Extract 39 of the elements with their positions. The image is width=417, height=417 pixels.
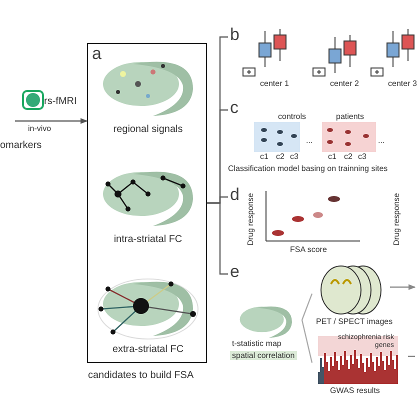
ellipsis: ... xyxy=(306,136,313,145)
edge-label: in-vivo xyxy=(28,124,52,133)
panel-caption: Classification model basing on trainning sites xyxy=(228,164,388,173)
connector xyxy=(207,202,228,275)
site-label: c1 xyxy=(260,152,268,161)
cropped-label: omarkers xyxy=(0,140,42,151)
panel-letter: b xyxy=(230,25,240,45)
group-label: patients xyxy=(336,112,364,121)
site-label: c2 xyxy=(276,152,284,161)
connector xyxy=(301,320,313,363)
site-label: center 2 xyxy=(330,79,359,88)
image-label: PET / SPECT images xyxy=(316,317,393,326)
site-label: c3 xyxy=(358,152,366,161)
panel-letter: a xyxy=(92,44,102,64)
panel-letter: e xyxy=(230,262,240,282)
connector xyxy=(390,284,416,290)
axis-title: FSA score xyxy=(290,245,327,254)
panel-caption: candidates to build FSA xyxy=(88,370,194,381)
axis-title: Drug response xyxy=(392,193,402,246)
axis-title: Drug response xyxy=(246,193,256,246)
site-label: c3 xyxy=(290,152,298,161)
panel-label: intra-striatal FC xyxy=(112,234,184,245)
site-label: center 3 xyxy=(388,79,417,88)
method-label: rs-fMRI xyxy=(44,96,77,107)
connector xyxy=(408,356,415,357)
site-label: center 1 xyxy=(260,79,289,88)
panel-letter: d xyxy=(230,185,240,205)
ellipsis: ... xyxy=(378,136,385,145)
site-label: c2 xyxy=(344,152,352,161)
site-label: c1 xyxy=(328,152,336,161)
chart-label: GWAS results xyxy=(330,386,380,395)
panel-label: extra-striatal FC xyxy=(111,344,185,355)
panel-letter: c xyxy=(230,98,238,118)
map-label: t-statistic map xyxy=(232,339,282,348)
panel-label: regional signals xyxy=(112,124,184,135)
connector xyxy=(15,118,88,124)
connector xyxy=(301,293,313,320)
group-label: controls xyxy=(278,112,306,121)
highlighted-label: spatial correlation xyxy=(230,351,297,360)
